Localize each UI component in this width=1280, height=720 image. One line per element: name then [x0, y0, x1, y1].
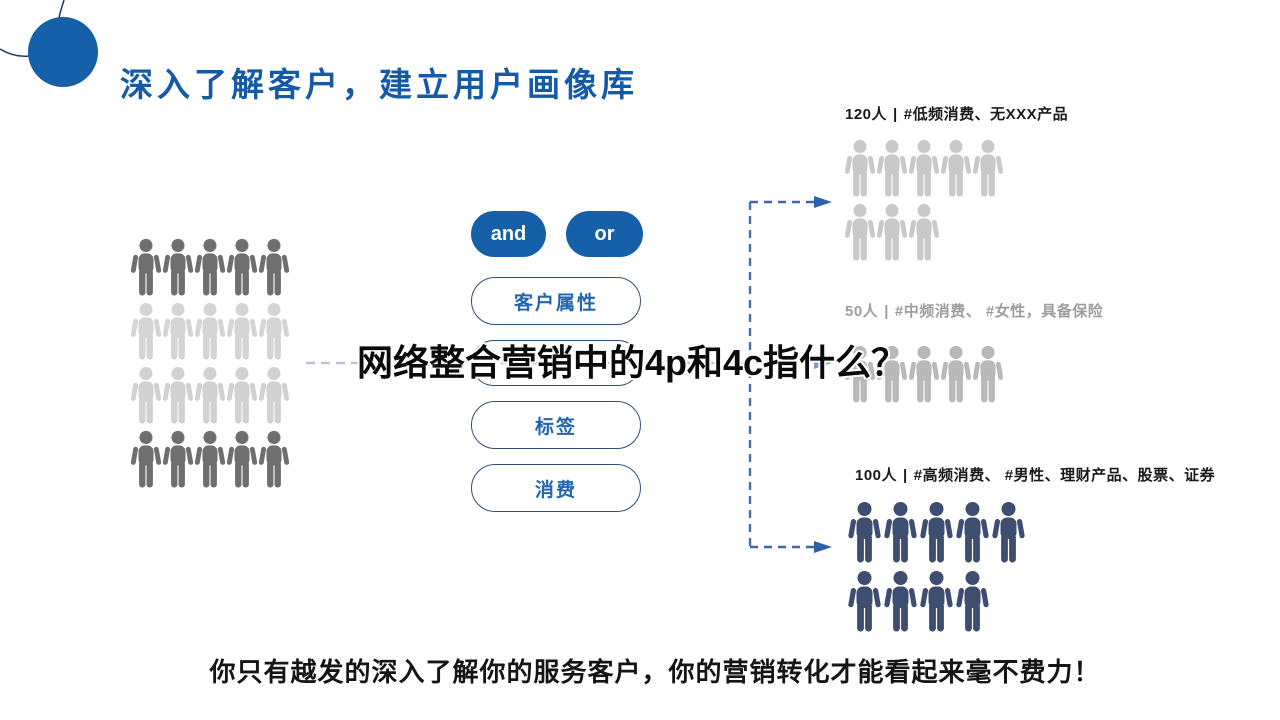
person-icon: [909, 203, 939, 261]
person-icon: [845, 203, 875, 261]
person-icon: [259, 302, 289, 360]
person-icon: [909, 139, 939, 197]
segment-tags: #中频消费、 #女性，具备保险: [894, 303, 1104, 320]
people-row: [131, 430, 289, 488]
filter-button-customer-attributes[interactable]: 客户属性: [471, 277, 641, 325]
segment-people-120: [845, 139, 1003, 267]
person-icon: [884, 571, 917, 632]
filter-button-tags[interactable]: 标签: [471, 401, 641, 449]
person-icon: [941, 345, 971, 403]
person-icon: [973, 345, 1003, 403]
person-icon: [195, 366, 225, 424]
person-icon: [227, 430, 257, 488]
segment-tags: #低频消费、无XXX产品: [903, 106, 1069, 123]
person-icon: [227, 366, 257, 424]
title-dot-circle: [0, 0, 98, 87]
person-icon: [163, 366, 193, 424]
segment-separator: |: [884, 303, 889, 320]
person-icon: [131, 430, 161, 488]
person-icon: [163, 238, 193, 296]
person-icon: [877, 203, 907, 261]
person-icon: [195, 302, 225, 360]
segment-label-50: 50人 | #中频消费、 #女性，具备保险: [845, 300, 1103, 321]
segment-people-100: [848, 501, 1025, 639]
people-row: [131, 366, 289, 424]
person-icon: [973, 139, 1003, 197]
person-icon: [163, 302, 193, 360]
segment-separator: |: [903, 467, 908, 484]
person-icon: [992, 502, 1025, 563]
decoration-line-icon: [58, 0, 65, 19]
person-icon: [259, 430, 289, 488]
segment-count: 50人: [845, 303, 879, 320]
person-icon: [227, 302, 257, 360]
segment-label-120: 120人 | #低频消费、无XXX产品: [845, 103, 1068, 124]
arrowhead-bottom-icon: [814, 541, 832, 553]
decoration-line-icon: [0, 48, 30, 57]
person-icon: [227, 238, 257, 296]
bottom-caption: 你只有越发的深入了解你的服务客户，你的营销转化才能看起来毫不费力！: [209, 657, 1101, 687]
person-icon: [920, 502, 953, 563]
person-icon: [131, 302, 161, 360]
filter-button-consumption[interactable]: 消费: [471, 464, 641, 512]
person-icon: [131, 238, 161, 296]
arrowhead-top-icon: [814, 196, 832, 208]
person-icon: [195, 238, 225, 296]
page-title: 深入了解客户，建立用户画像库: [120, 66, 638, 104]
and-button[interactable]: and: [471, 211, 546, 257]
segment-separator: |: [893, 106, 898, 123]
people-row: [845, 203, 1003, 261]
person-icon: [259, 366, 289, 424]
person-icon: [131, 366, 161, 424]
people-row: [131, 238, 289, 296]
overlay-watermark-title: 网络整合营销中的4p和4c指什么？: [357, 342, 908, 383]
or-button-label: or: [594, 222, 615, 245]
dot-icon: [28, 17, 98, 87]
person-icon: [195, 430, 225, 488]
person-icon: [956, 502, 989, 563]
person-icon: [909, 345, 939, 403]
and-button-label: and: [490, 222, 527, 245]
person-icon: [920, 571, 953, 632]
segment-count: 120人: [845, 106, 888, 123]
person-icon: [848, 502, 881, 563]
segment-label-100: 100人 | #高频消费、 #男性、理财产品、股票、证券: [855, 464, 1215, 485]
people-row: [845, 139, 1003, 197]
filter-button-label: 消费: [534, 479, 577, 501]
filter-button-label: 客户属性: [513, 292, 598, 314]
filter-button-label: 标签: [534, 416, 577, 438]
or-button[interactable]: or: [566, 211, 643, 257]
person-icon: [956, 571, 989, 632]
customer-pool-grid: [131, 238, 289, 494]
person-icon: [163, 430, 193, 488]
person-icon: [259, 238, 289, 296]
person-icon: [884, 502, 917, 563]
person-icon: [845, 139, 875, 197]
people-row: [131, 302, 289, 360]
people-row: [848, 501, 1025, 563]
segment-count: 100人: [855, 467, 898, 484]
person-icon: [848, 571, 881, 632]
person-icon: [941, 139, 971, 197]
segment-tags: #高频消费、 #男性、理财产品、股票、证券: [913, 467, 1216, 484]
people-row: [848, 570, 1025, 632]
person-icon: [877, 139, 907, 197]
